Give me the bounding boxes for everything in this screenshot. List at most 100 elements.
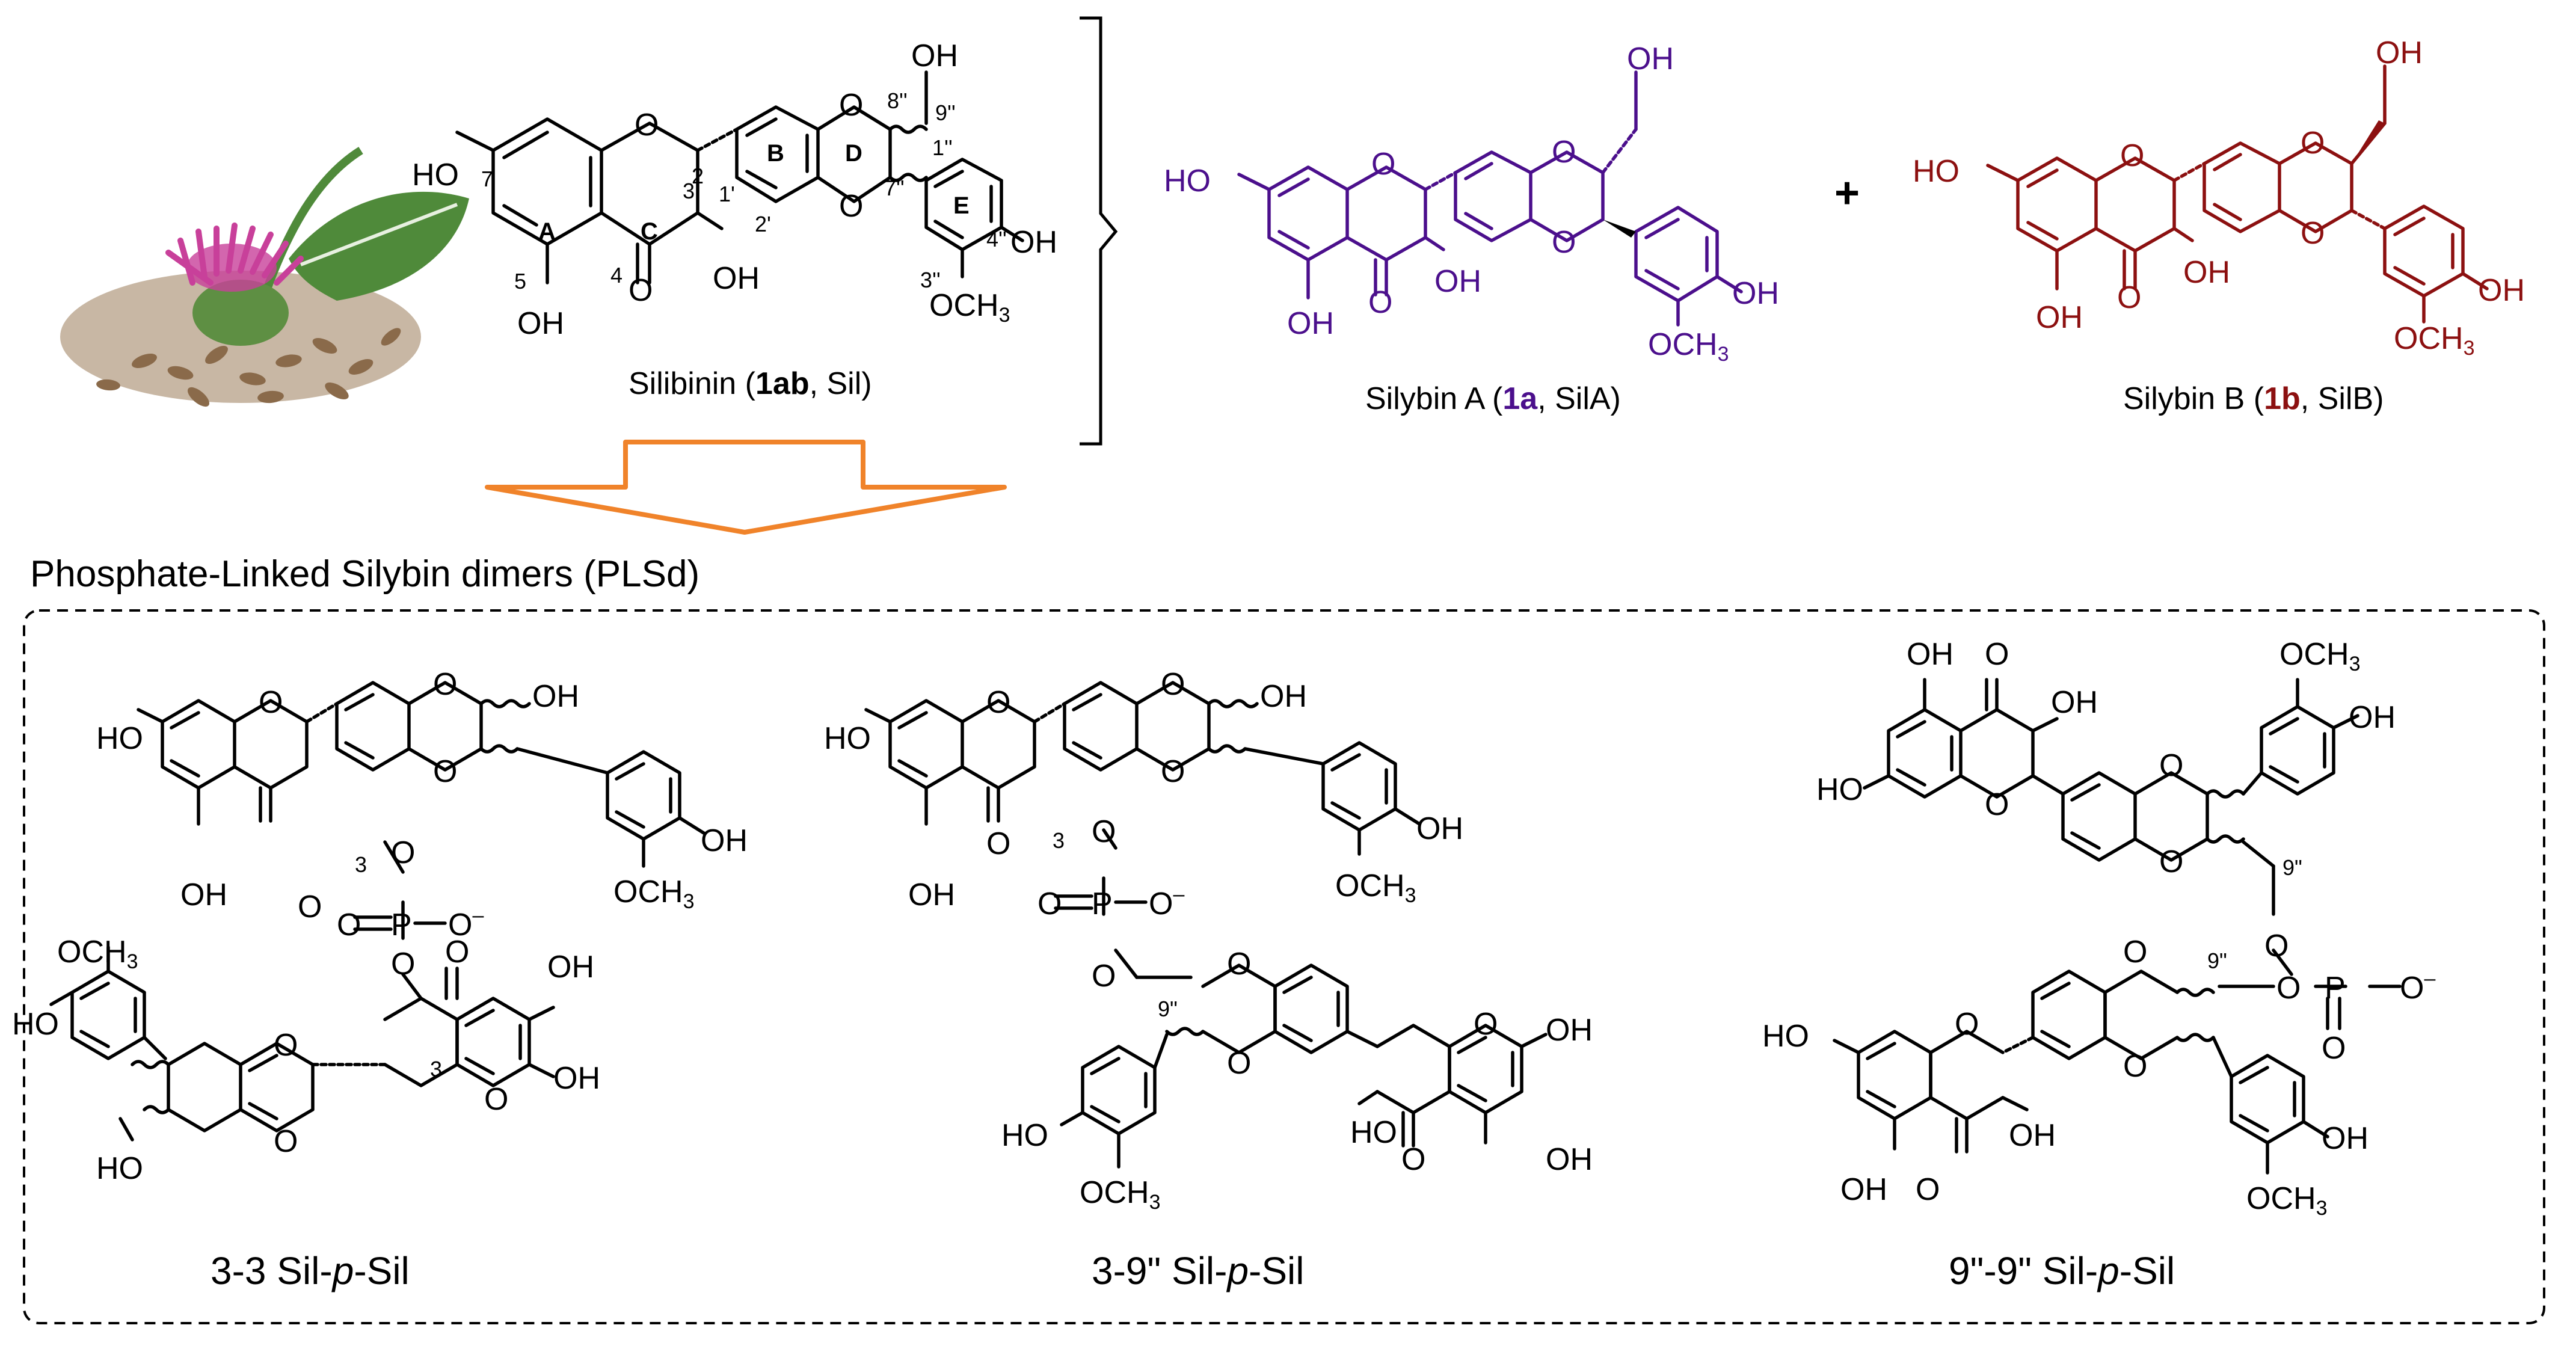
silA-o-d2: O — [1552, 225, 1576, 260]
silB-oh-4: OH — [2478, 273, 2525, 308]
c2-pos-9pp: 9" — [1158, 997, 1178, 1021]
c2-o-d1: O — [1161, 667, 1185, 702]
thistle-leaf — [289, 191, 469, 301]
c2-ho-7: HO — [824, 721, 871, 756]
caption-3-9pp: 3-9" Sil-p-Sil — [1092, 1249, 1304, 1292]
pos-3: 3 — [683, 179, 695, 203]
c2-pos-3: 3 — [1053, 828, 1065, 853]
c2-o-d1-b: O — [1227, 947, 1251, 982]
silibinin-oh-5: OH — [517, 306, 564, 341]
c3-p: P — [2325, 971, 2346, 1006]
ring-label-c: C — [641, 218, 658, 245]
c3-oh-4-a: OH — [2349, 700, 2396, 735]
c1-o-d1-b: O — [274, 1028, 298, 1063]
c1-oh-4-a: OH — [701, 823, 748, 858]
c1-o-ring-a: O — [259, 685, 283, 720]
c2-carbonyl-b: O — [1401, 1142, 1425, 1177]
silB-carbonyl: O — [2117, 280, 2141, 315]
c2-o-double: O — [1037, 887, 1062, 921]
c2-och3-b: OCH3 — [1080, 1175, 1160, 1214]
c2-p: P — [1092, 887, 1113, 921]
c2-o-link-2: O — [1092, 959, 1116, 994]
silB-o-d1: O — [2301, 126, 2325, 161]
silA-oh-4: OH — [1732, 276, 1779, 311]
c2-o-ring-b: O — [1474, 1007, 1498, 1042]
c3-o-d1-b: O — [2123, 935, 2147, 970]
c3-o-double: O — [2322, 1031, 2346, 1066]
silibinin-o-ring-c: O — [635, 108, 659, 143]
compound-3-3: HO OH O O O O OH OH OCH3 O O P O– O 3 3 … — [12, 667, 748, 1292]
c1-o-d1-a: O — [433, 667, 457, 702]
c3-oh-3-a: OH — [2051, 685, 2098, 720]
silibinin-oh-3: OH — [713, 261, 760, 296]
c1-o-ring-b: O — [484, 1082, 508, 1117]
plus-sign: + — [1834, 169, 1860, 217]
silibinin-o-ring-d-top: O — [839, 88, 863, 123]
c1-och3-a: OCH3 — [613, 874, 694, 913]
pos-3pp: 3'' — [920, 268, 941, 292]
silybin-a-structure: HO O O O O OH OH OH OH OCH3 Silybin A (1… — [1164, 41, 1779, 416]
c3-oh-5-b: OH — [1840, 1172, 1887, 1207]
ring-label-e: E — [953, 192, 970, 219]
pos-1p: 1' — [719, 182, 735, 206]
c3-o-link-1: O — [2264, 929, 2289, 963]
silB-o-d2: O — [2301, 216, 2325, 251]
silibinin-structure: HO O O O O OH OH OH OH OCH3 A C B D E 7 … — [412, 38, 1057, 401]
pos-4: 4 — [610, 263, 622, 287]
c2-o-minus: O– — [1149, 883, 1184, 921]
plsd-title: Phosphate-Linked Silybin dimers (PLSd) — [30, 553, 699, 595]
c3-o-d2-b: O — [2123, 1049, 2147, 1084]
thistle-seeds — [96, 328, 401, 407]
silibinin-o-ring-d-bottom: O — [839, 189, 863, 224]
c3-och3-b: OCH3 — [2246, 1181, 2327, 1220]
c3-carbonyl-b: O — [1916, 1172, 1940, 1207]
pos-4pp: 4'' — [986, 227, 1007, 251]
silA-oh-9: OH — [1627, 41, 1674, 76]
silA-oh-3: OH — [1434, 264, 1481, 299]
silB-oh-3: OH — [2183, 255, 2230, 290]
c1-carbonyl-a: O — [298, 890, 322, 924]
pos-7: 7 — [481, 167, 493, 191]
pos-7pp: 7'' — [884, 176, 905, 200]
silibinin-oh-9: OH — [911, 38, 958, 73]
c1-ho-9-b: HO — [96, 1151, 143, 1186]
silB-ho-7: HO — [1913, 154, 1960, 189]
thistle-flower — [165, 223, 304, 346]
pos-9pp: 9'' — [935, 100, 956, 125]
c2-och3: OCH3 — [1335, 868, 1416, 907]
c1-o-d2-b: O — [274, 1124, 298, 1159]
c1-pos-3-a: 3 — [355, 852, 367, 877]
c3-pos-9pp-b: 9" — [2207, 948, 2227, 973]
c2-o-d2: O — [1161, 754, 1185, 789]
c1-o-double: O — [337, 908, 361, 942]
silA-o-c: O — [1371, 147, 1395, 182]
milk-thistle-illustration — [60, 147, 469, 407]
silA-ho-7: HO — [1164, 164, 1211, 198]
c3-ho-7-a: HO — [1816, 772, 1863, 807]
c1-oh-a: OH — [180, 877, 227, 912]
c2-oh-5: OH — [908, 877, 955, 912]
c1-ho-4-b: HO — [12, 1007, 59, 1042]
compound-9pp-9pp: OH O OH HO O O O OCH3 OH 9" O O P O– O 9… — [1762, 637, 2435, 1292]
silibinin-caption: Silibinin (1ab, Sil) — [629, 366, 872, 401]
c3-oh-5-a: OH — [1907, 637, 1954, 672]
c1-o-minus: O– — [448, 904, 484, 942]
c3-o-ring-a: O — [1985, 787, 2009, 822]
down-arrow — [485, 440, 1007, 535]
silybin-b-caption: Silybin B (1b, SilB) — [2123, 381, 2384, 416]
mixture-bracket — [1080, 16, 1118, 446]
caption-9pp-9pp: 9"-9" Sil-p-Sil — [1949, 1249, 2175, 1292]
ring-label-d: D — [845, 140, 862, 167]
c2-o-link-1: O — [1092, 814, 1116, 849]
ring-label-b: B — [767, 140, 784, 167]
c3-o-d1-a: O — [2159, 748, 2183, 783]
c1-p: P — [391, 908, 412, 942]
c3-o-d2-a: O — [2159, 844, 2183, 879]
compound-3-9pp: HO OH O O O O OH OH OCH3 3 O O P O– O 9"… — [824, 667, 1593, 1292]
ring-label-a: A — [538, 218, 556, 245]
c3-o-minus: O– — [2400, 967, 2435, 1006]
silB-oh-9: OH — [2376, 35, 2423, 70]
silB-oh-5: OH — [2036, 300, 2083, 335]
pos-8pp: 8'' — [887, 88, 908, 113]
